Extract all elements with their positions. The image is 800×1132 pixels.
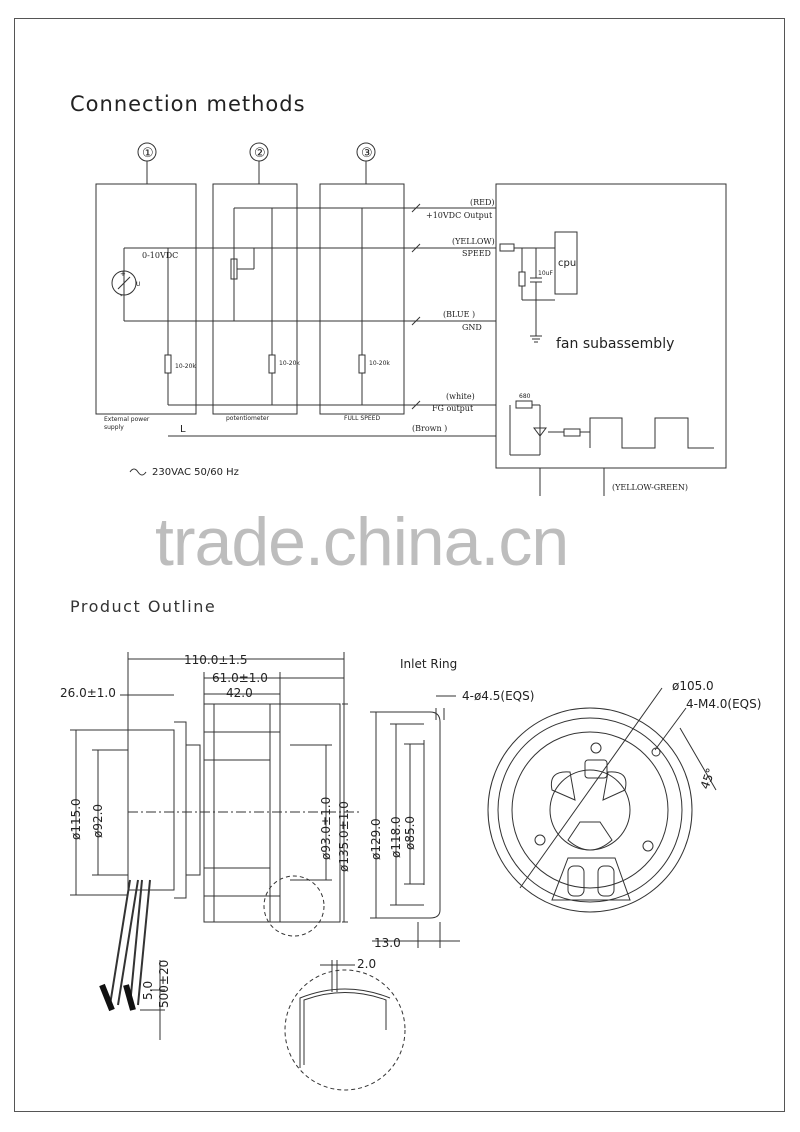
watermark: trade.china.cn — [155, 504, 569, 580]
method-1-number: ① — [142, 146, 154, 161]
dim-85: ø85.0 — [403, 816, 417, 850]
method-2-number: ② — [254, 146, 266, 161]
inlet-ring-view — [370, 695, 460, 948]
side-view — [70, 652, 360, 1040]
red-wire: (RED) — [470, 198, 495, 207]
front-view — [487, 687, 717, 913]
brown-wire: (Brown ) — [412, 424, 447, 433]
voltage-range: 0-10VDC — [142, 251, 178, 260]
fan-subassembly-box — [495, 183, 727, 469]
potentiometer-box — [212, 183, 298, 415]
meter-u: U — [136, 281, 140, 288]
resistor-1-label: 10-20k — [175, 363, 196, 370]
product-outline-title: Product Outline — [70, 597, 217, 616]
dim-13: 13.0 — [374, 936, 401, 950]
dim-61: 61.0±1.0 — [212, 671, 268, 685]
dim-93: ø93.0±1.0 — [319, 797, 333, 860]
output-10v: +10VDC Output — [426, 211, 493, 220]
dim-500: 500±20 — [157, 960, 171, 1008]
blue-wire: (BLUE ) — [443, 310, 475, 319]
dim-92: ø92.0 — [91, 804, 105, 838]
dim-118: ø118.0 — [389, 816, 403, 858]
ac-supply: 230VAC 50/60 Hz — [152, 467, 239, 478]
dim-5: 5.0 — [141, 981, 155, 1000]
white-wire: (white) — [446, 392, 475, 401]
meter-minus: - — [120, 292, 123, 300]
resistor-3-label: 10-20k — [369, 360, 390, 367]
method-numbers — [137, 142, 376, 184]
dim-26: 26.0±1.0 — [60, 686, 116, 700]
yellow-green-wire: (YELLOW-GREEN) — [612, 483, 688, 492]
dim-2: 2.0 — [357, 957, 376, 971]
speed-label: SPEED — [462, 249, 491, 258]
external-power-box — [95, 183, 197, 415]
fan-subassembly-label: fan subassembly — [556, 336, 674, 352]
dim-110: 110.0±1.5 — [184, 653, 248, 667]
full-speed-label: FULL SPEED — [344, 415, 380, 422]
dim-holes: 4-ø4.5(EQS) — [462, 689, 534, 703]
r680-label: 680 — [519, 393, 531, 400]
yellow-wire: (YELLOW) — [452, 237, 495, 246]
drawing-frame — [14, 18, 785, 1112]
dim-42: 42.0 — [226, 686, 253, 700]
dim-115: ø115.0 — [69, 798, 83, 840]
full-speed-box — [319, 183, 405, 415]
inlet-ring-label: Inlet Ring — [400, 657, 457, 671]
fg-output: FG output — [432, 404, 474, 413]
external-power-label: External power — [104, 416, 150, 423]
capacitor-label: 10uF — [538, 270, 553, 277]
external-supply-label: supply — [104, 424, 124, 431]
method-3-number: ③ — [361, 146, 373, 161]
potentiometer-label: potentiometer — [226, 415, 270, 422]
dim-135: ø135.0±1.0 — [337, 801, 351, 872]
dim-105: ø105.0 — [672, 679, 714, 693]
resistor-2-label: 10-20k — [279, 360, 300, 367]
meter-plus: + — [120, 270, 126, 278]
dim-129: ø129.0 — [369, 818, 383, 860]
l-label: L — [180, 424, 186, 435]
gnd-label: GND — [462, 323, 482, 332]
dim-45: 45° — [698, 766, 718, 791]
cpu-label: cpu — [558, 258, 576, 269]
connection-methods-title: Connection methods — [70, 92, 306, 116]
dim-m4: 4-M4.0(EQS) — [686, 697, 761, 711]
detail-view — [284, 960, 406, 1091]
cpu-block — [554, 231, 578, 295]
